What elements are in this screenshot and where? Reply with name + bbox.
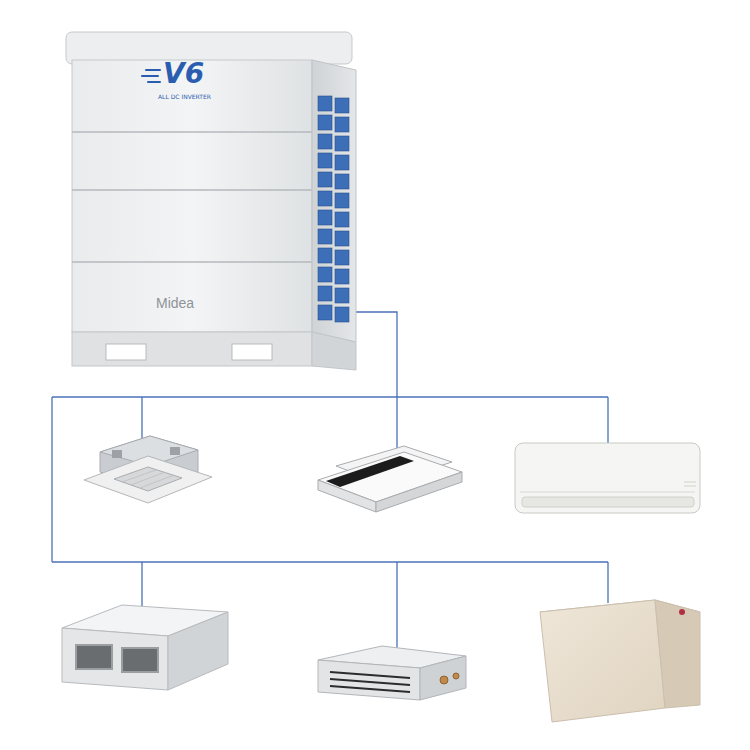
grille-cell <box>318 286 332 301</box>
one-way-cassette-part <box>376 472 462 512</box>
refrigerant-lines-part <box>355 312 397 397</box>
grille-cell <box>335 98 349 113</box>
logo-speed-lines-part <box>142 75 158 77</box>
refrigerant-lines-part <box>141 562 142 612</box>
four-way-cassette-part <box>170 447 180 455</box>
wall-mounted-unit <box>515 443 700 513</box>
outdoor-unit-part <box>312 60 356 342</box>
side-vents-part <box>684 486 696 487</box>
refrigerant-lines-part <box>52 561 608 562</box>
slim-duct-unit <box>318 646 466 700</box>
side-vents-part <box>684 482 696 483</box>
refrigerant-lines-part <box>51 397 52 562</box>
fan-grille <box>318 96 349 322</box>
ducted-unit <box>62 605 228 690</box>
grille-cell <box>318 210 332 225</box>
grille-cell <box>335 117 349 132</box>
grille-cell <box>335 174 349 189</box>
grille-cell <box>335 288 349 303</box>
grille-cell <box>335 155 349 170</box>
cassette-grid-part <box>122 470 156 482</box>
floor-standing-unit-part <box>540 600 665 722</box>
refrigerant-lines-part <box>396 562 397 648</box>
grille-cell <box>335 193 349 208</box>
grille-cell <box>335 307 349 322</box>
refrigerant-lines-part <box>607 397 608 443</box>
logo-speed-lines-part <box>146 69 160 71</box>
grille-cell <box>335 136 349 151</box>
grille-cell <box>318 134 332 149</box>
four-way-cassette-part <box>114 467 182 491</box>
side-vents <box>684 482 696 486</box>
refrigerant-lines-part <box>396 397 397 455</box>
one-way-cassette <box>318 446 462 512</box>
model-logo: V6 <box>163 60 204 88</box>
cassette-grid <box>122 470 174 488</box>
grille-cell <box>318 305 332 320</box>
grille-cell <box>318 229 332 244</box>
brand-name: Midea <box>156 296 194 310</box>
four-way-cassette-part <box>84 456 212 503</box>
ducted-unit-part <box>122 648 158 672</box>
outdoor-unit-part <box>72 261 312 263</box>
floor-standing-unit <box>540 600 700 722</box>
four-way-cassette <box>84 436 212 503</box>
four-way-cassette-part <box>112 450 122 458</box>
ducted-unit-part <box>76 645 112 669</box>
grille-cell <box>335 231 349 246</box>
outdoor-unit-part <box>72 332 312 366</box>
outdoor-unit-part <box>232 344 272 360</box>
floor-standing-unit-part <box>655 600 700 708</box>
grille-cell <box>318 153 332 168</box>
outdoor-unit-part <box>72 189 312 191</box>
outdoor-unit-part <box>72 131 312 133</box>
one-way-cassette-part <box>326 456 414 487</box>
ducted-unit-part <box>62 628 168 690</box>
outdoor-unit-part <box>312 332 356 370</box>
wall-mounted-unit-part <box>522 497 694 507</box>
outdoor-unit-part <box>106 344 146 360</box>
wall-mounted-unit-part <box>520 492 695 493</box>
slim-duct-unit-part <box>440 676 448 684</box>
wall-mounted-unit-part <box>515 443 700 513</box>
slim-duct-unit-part <box>453 673 459 679</box>
louver-slots <box>330 672 410 692</box>
one-way-cassette-part <box>318 480 376 512</box>
cassette-grid-part <box>140 475 174 488</box>
slim-duct-unit-part <box>318 660 420 700</box>
floor-standing-unit-part <box>679 609 685 615</box>
grille-cell <box>318 96 332 111</box>
louver-slots-part <box>330 672 410 678</box>
refrigerant-lines-part <box>141 397 142 440</box>
grille-cell <box>335 250 349 265</box>
louver-slots-part <box>330 679 410 685</box>
louver-slots-part <box>330 686 410 692</box>
cassette-grid-part <box>131 472 165 485</box>
grille-cell <box>335 212 349 227</box>
outdoor-unit <box>66 32 356 370</box>
grille-cell <box>318 191 332 206</box>
refrigerant-lines-part <box>52 396 608 397</box>
outdoor-unit-part <box>72 60 312 332</box>
grille-cell <box>318 115 332 130</box>
logo-speed-lines <box>142 70 160 82</box>
grille-cell <box>318 267 332 282</box>
outdoor-unit-part <box>66 32 352 64</box>
refrigerant-lines-part <box>607 562 608 603</box>
slim-duct-unit-part <box>420 656 466 700</box>
ducted-unit-part <box>168 612 228 690</box>
grille-cell <box>318 248 332 263</box>
grille-cell <box>318 172 332 187</box>
logo-tagline: ALL DC INVERTER <box>158 94 211 100</box>
grille-cell <box>335 269 349 284</box>
logo-speed-lines-part <box>148 81 160 83</box>
